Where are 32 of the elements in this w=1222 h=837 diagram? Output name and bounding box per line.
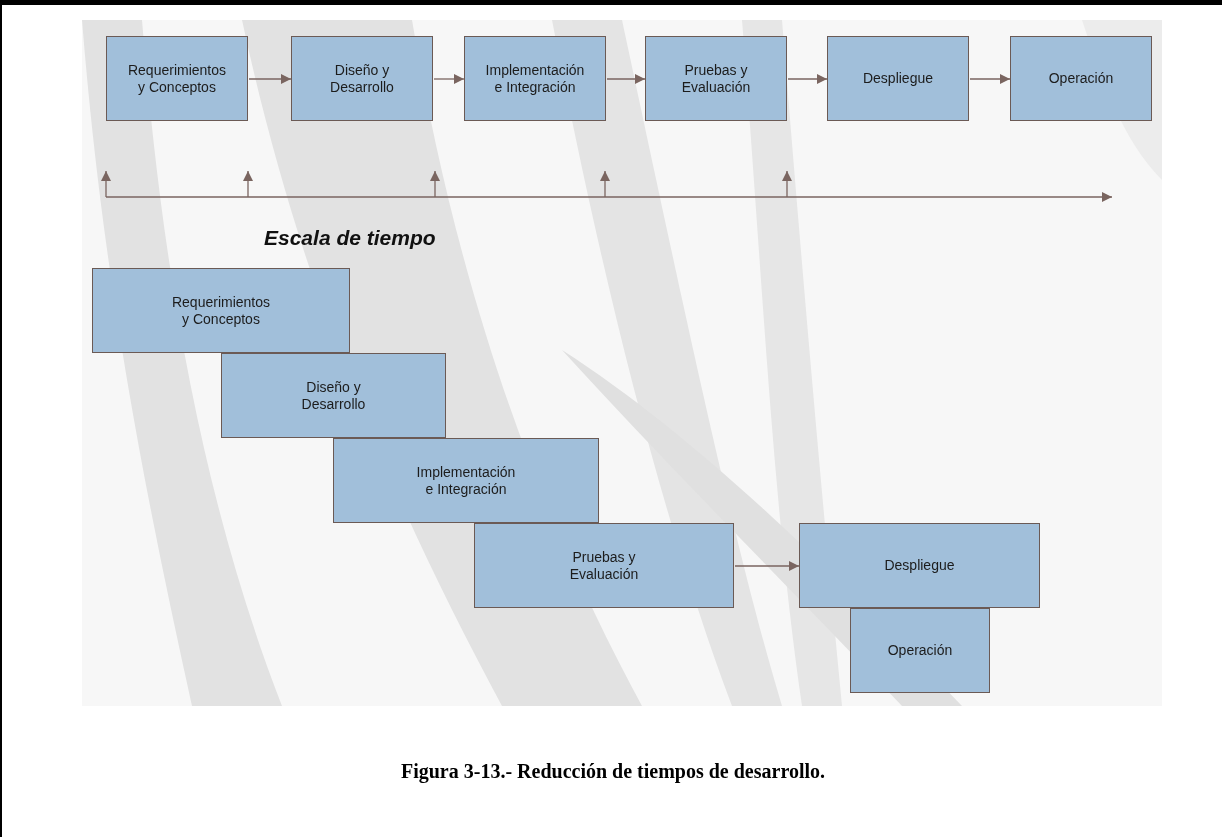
arrow xyxy=(969,74,1011,84)
process-box xyxy=(221,353,446,438)
box-label: Implementación e Integración xyxy=(485,61,585,96)
process-box xyxy=(1010,36,1152,121)
box-label: Despliegue xyxy=(862,70,934,87)
arrow xyxy=(433,74,465,84)
box-label: Diseño y Desarrollo xyxy=(301,378,366,413)
arrow xyxy=(606,74,646,84)
process-box xyxy=(850,608,990,693)
box-label: Despliegue xyxy=(884,557,955,574)
process-box xyxy=(464,36,606,121)
box-label: Operación xyxy=(887,642,953,659)
box-label: Requerimientos y Conceptos xyxy=(127,61,227,96)
process-box xyxy=(92,268,350,353)
process-box xyxy=(474,523,734,608)
box-label: Implementación e Integración xyxy=(416,463,516,498)
box-label: Requerimientos y Conceptos xyxy=(171,293,271,328)
process-box xyxy=(799,523,1040,608)
process-box xyxy=(645,36,787,121)
figure-caption: Figura 3-13.- Reducción de tiempos de desarrollo. xyxy=(399,760,826,783)
arrow xyxy=(734,561,800,571)
box-label: Diseño y Desarrollo xyxy=(330,61,394,96)
arrow xyxy=(787,74,828,84)
process-box xyxy=(291,36,433,121)
axis-title: Escala de tiempo xyxy=(264,226,436,250)
box-label: Pruebas y Evaluación xyxy=(569,548,639,583)
box-label: Operación xyxy=(1048,70,1114,87)
process-box xyxy=(827,36,969,121)
box-label: Pruebas y Evaluación xyxy=(681,61,751,96)
process-box xyxy=(333,438,599,523)
arrow xyxy=(248,74,292,84)
process-box xyxy=(106,36,248,121)
